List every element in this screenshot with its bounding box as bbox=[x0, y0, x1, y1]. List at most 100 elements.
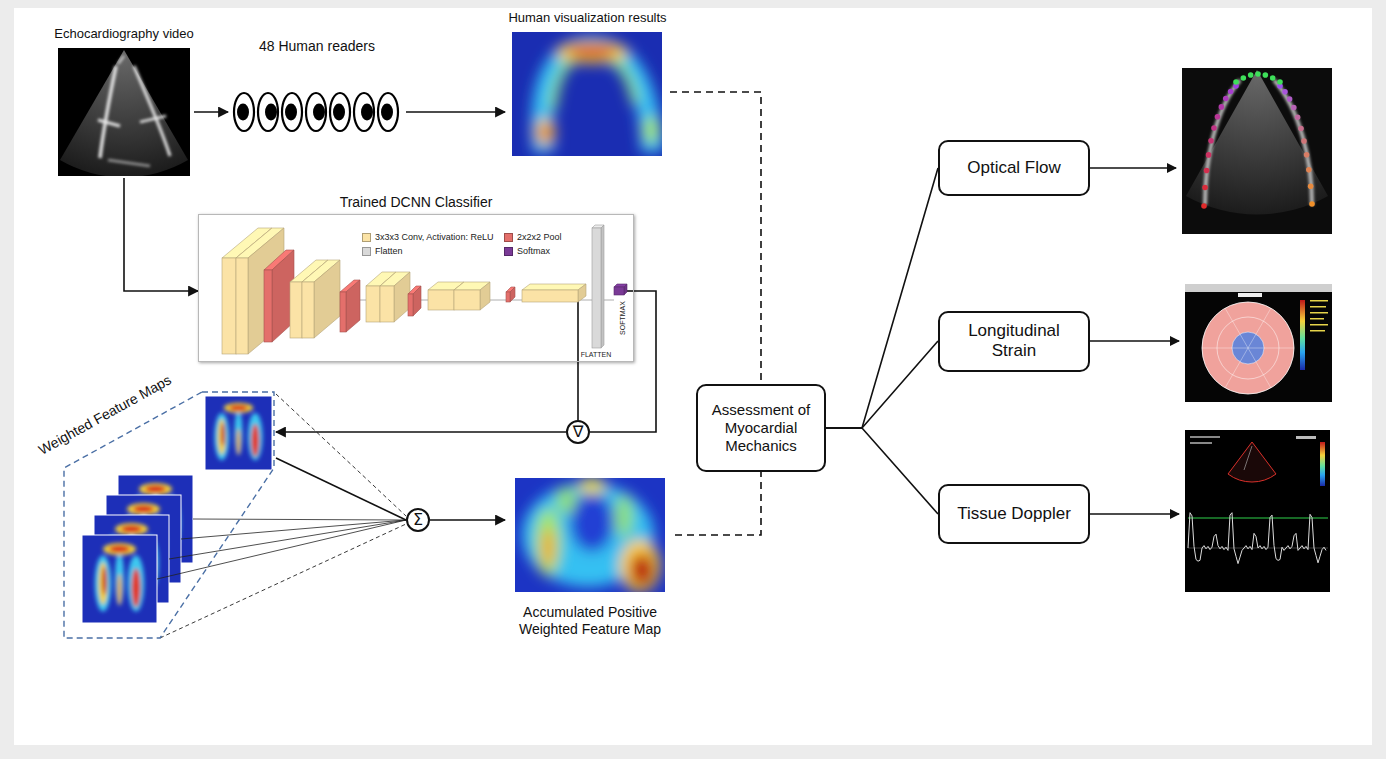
tracking-dot bbox=[1277, 79, 1283, 85]
feature-map bbox=[102, 567, 107, 595]
echo-image bbox=[140, 116, 166, 122]
node-label: Assessment of Myocardial Mechanics bbox=[706, 401, 816, 455]
node-label: 48 Human readers bbox=[259, 38, 375, 55]
tracking-dot bbox=[1248, 72, 1254, 78]
feature-map bbox=[95, 543, 145, 612]
layer-block bbox=[314, 260, 340, 338]
process-box: Tissue Doppler bbox=[938, 484, 1090, 544]
doppler-image bbox=[1185, 430, 1330, 592]
feature-map-cards bbox=[82, 396, 272, 623]
eye-icon bbox=[282, 93, 302, 131]
strain-image bbox=[1310, 306, 1326, 308]
eye-icon bbox=[381, 104, 393, 121]
tracking-dot bbox=[1301, 138, 1307, 144]
optical-flow-image bbox=[1182, 68, 1332, 234]
feature-map bbox=[214, 413, 229, 460]
feature-map bbox=[82, 535, 157, 623]
eye-icon bbox=[330, 93, 350, 131]
layer-tag: SOFTMAX bbox=[622, 318, 656, 325]
heatmap-image bbox=[566, 45, 618, 57]
eye-icon bbox=[361, 104, 373, 121]
optical-flow-image bbox=[1205, 80, 1312, 205]
tracking-dot bbox=[1306, 167, 1312, 173]
layer-block bbox=[380, 286, 394, 322]
layer-block bbox=[506, 292, 510, 302]
result-arrows bbox=[1090, 340, 1179, 342]
waveform-line bbox=[1188, 513, 1326, 564]
eye-icon bbox=[282, 93, 302, 131]
tracking-dots bbox=[1201, 71, 1315, 209]
process-box: Longitudinal Strain bbox=[938, 311, 1090, 372]
eye-icon bbox=[258, 93, 278, 131]
heatmap-image bbox=[535, 508, 561, 576]
feature-map bbox=[133, 506, 154, 513]
strain-image bbox=[1225, 308, 1271, 388]
node-label: Tissue Doppler bbox=[948, 504, 1080, 524]
eye-icon bbox=[258, 93, 278, 131]
connector bbox=[276, 458, 406, 520]
layer-block bbox=[380, 272, 410, 322]
tracking-dot bbox=[1228, 89, 1234, 95]
tracking-dot bbox=[1202, 185, 1208, 191]
feature-map bbox=[82, 535, 157, 623]
tracking-dot bbox=[1263, 72, 1269, 78]
legend-label: Softmax bbox=[517, 246, 550, 256]
layer-block bbox=[408, 294, 413, 316]
connector bbox=[826, 428, 938, 514]
heatmap-image bbox=[522, 478, 660, 592]
feature-map bbox=[214, 403, 262, 461]
image-panel: Echocardiography video bbox=[54, 26, 194, 178]
layer-block bbox=[578, 284, 586, 302]
layer-tag: FLATTEN bbox=[581, 351, 612, 358]
layer-block bbox=[236, 258, 248, 354]
result-arrows bbox=[1090, 513, 1179, 515]
strain-image bbox=[1310, 312, 1328, 314]
node-label: ∇ bbox=[573, 424, 584, 440]
doppler-image bbox=[1228, 442, 1276, 482]
heatmap-image bbox=[643, 116, 659, 144]
heatmap-image bbox=[630, 553, 654, 587]
feature-map bbox=[115, 553, 124, 606]
layer-block bbox=[264, 270, 272, 342]
layer-block bbox=[601, 225, 604, 348]
fan-lines bbox=[181, 520, 406, 539]
connector bbox=[276, 431, 566, 433]
heatmap-image bbox=[578, 478, 606, 494]
heatmap-image bbox=[542, 48, 652, 152]
layer-block bbox=[624, 284, 627, 295]
strain-image bbox=[1300, 300, 1305, 370]
connector bbox=[577, 362, 579, 420]
doppler-image bbox=[1185, 430, 1330, 592]
heatmap-image bbox=[556, 41, 628, 63]
doppler-image bbox=[1296, 436, 1316, 439]
optical-flow-image bbox=[1205, 80, 1240, 205]
layer-block bbox=[408, 286, 421, 316]
strain-image bbox=[1185, 284, 1332, 402]
layer-block bbox=[366, 286, 380, 322]
layer-block bbox=[302, 260, 340, 338]
legend-item: 3x3x3 Conv, Activation: ReLU bbox=[362, 232, 502, 242]
result-arrows bbox=[1090, 168, 1179, 514]
fan-lines bbox=[169, 520, 406, 559]
echo-image bbox=[100, 66, 116, 158]
layer-block bbox=[614, 284, 627, 295]
feature-map bbox=[205, 396, 272, 470]
eye-icon bbox=[306, 93, 326, 131]
legend-swatch bbox=[504, 247, 513, 256]
eye-icon bbox=[333, 104, 345, 121]
layer-tag: FLATTEN bbox=[596, 354, 627, 361]
layer-block bbox=[413, 286, 421, 316]
layer-block bbox=[506, 287, 515, 302]
feature-map bbox=[218, 419, 226, 455]
tracking-dot bbox=[1287, 96, 1293, 102]
layer-block bbox=[510, 287, 515, 302]
feature-map bbox=[99, 562, 108, 604]
feature-map bbox=[248, 413, 263, 460]
doppler-image bbox=[1244, 446, 1252, 470]
tracking-dot bbox=[1241, 75, 1247, 81]
fan-lines bbox=[276, 394, 406, 516]
heatmap-image bbox=[540, 126, 550, 140]
layer-block bbox=[264, 250, 294, 342]
strain-image bbox=[1310, 330, 1325, 332]
